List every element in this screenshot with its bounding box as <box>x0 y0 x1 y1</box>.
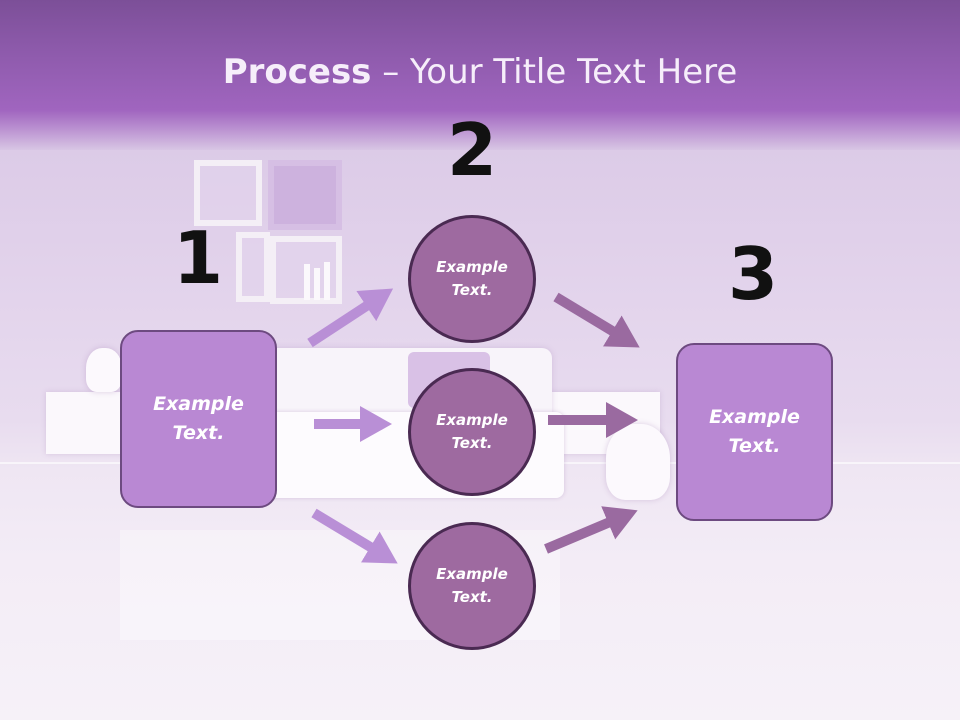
arrow-from-top-circle <box>553 292 640 348</box>
wall-shelf <box>194 160 262 226</box>
header-band <box>0 0 960 150</box>
circle-middle-text: Example Text. <box>436 411 508 452</box>
side-table <box>46 392 126 454</box>
step-number-1: 1 <box>172 216 224 300</box>
step-3-box: Example Text. <box>676 343 833 521</box>
step-2-circle-top: Example Text. <box>408 215 536 343</box>
circle-bottom-text: Example Text. <box>436 565 508 606</box>
step-1-box: Example Text. <box>120 330 277 508</box>
circle-top-text: Example Text. <box>436 258 508 299</box>
title-rest: – Your Title Text Here <box>371 52 738 92</box>
title-bold: Process <box>222 52 372 92</box>
step-2-circle-bottom: Example Text. <box>408 522 536 650</box>
wall-shelf <box>268 160 342 230</box>
slide-title: Process – Your Title Text Here <box>0 52 960 92</box>
step-1-text: Example Text. <box>153 393 244 444</box>
step-number-2: 2 <box>446 108 498 192</box>
arrow-to-bottom-circle <box>311 508 398 564</box>
vase <box>86 348 122 392</box>
step-2-circle-middle: Example Text. <box>408 368 536 496</box>
arrow-to-top-circle <box>307 288 394 348</box>
arrow-from-bottom-circle <box>544 506 638 554</box>
step-number-3: 3 <box>727 232 779 316</box>
wall-shelf <box>236 232 270 302</box>
step-3-text: Example Text. <box>709 406 800 457</box>
wall-shelf <box>270 236 342 304</box>
